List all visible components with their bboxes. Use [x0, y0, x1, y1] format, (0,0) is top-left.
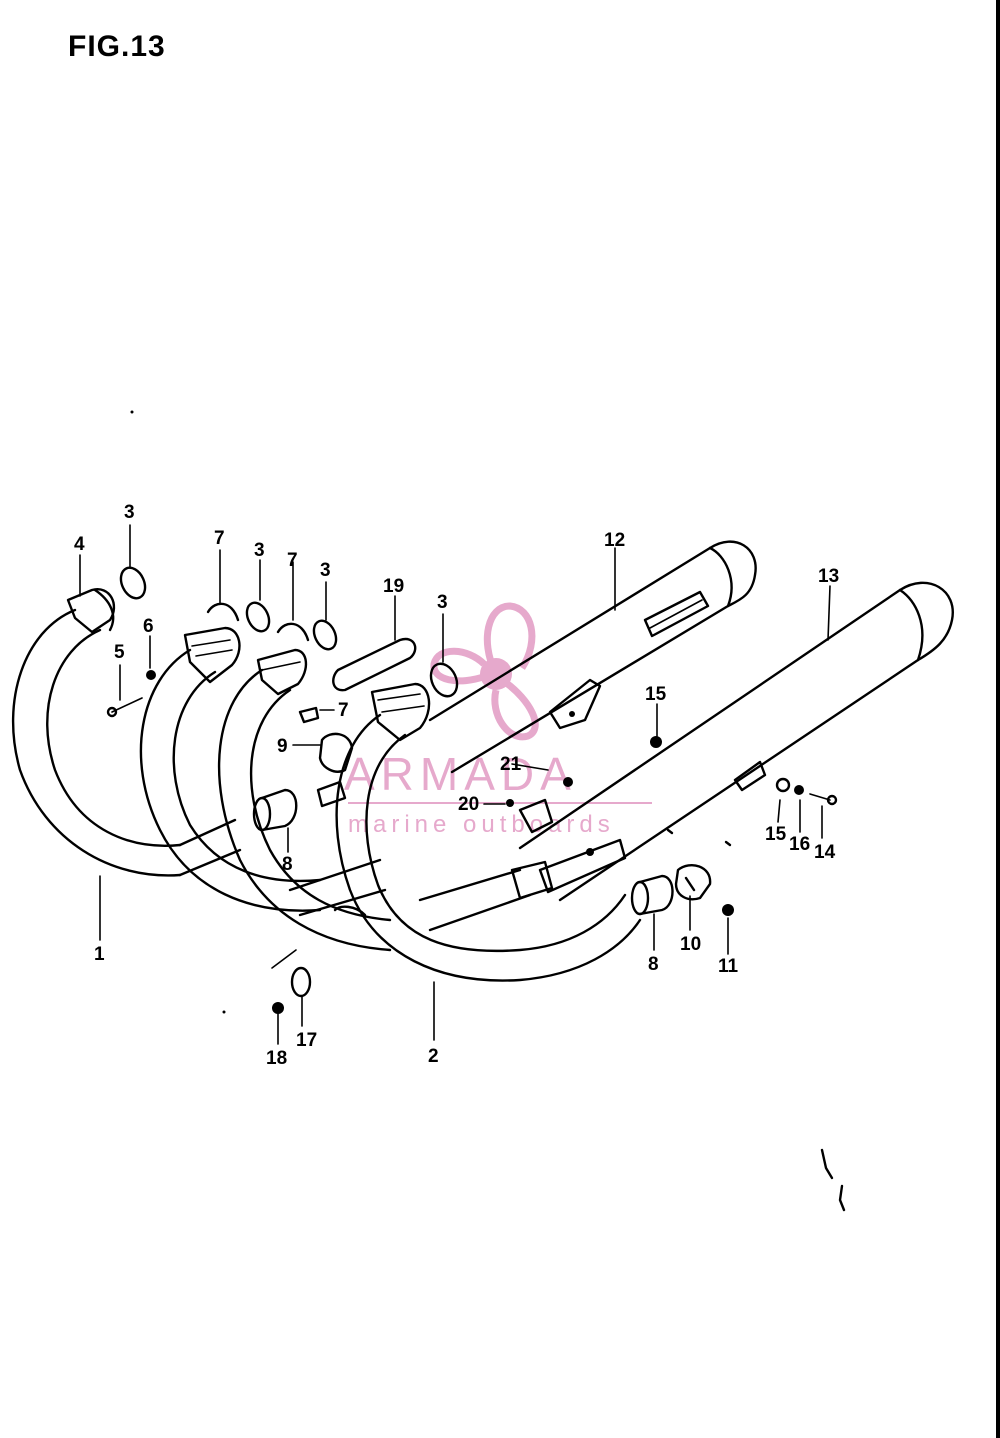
- scan-marks: [130, 410, 846, 1212]
- callout-16: 16: [789, 834, 810, 855]
- fasteners: [106, 670, 838, 1014]
- exhaust-pipe-b: [139, 626, 322, 912]
- callout-5: 5: [114, 642, 125, 663]
- watermark-brand: ARMADA: [344, 748, 577, 800]
- callout-18: 18: [266, 1048, 287, 1069]
- callout-8: 8: [282, 854, 293, 875]
- callout-17: 17: [296, 1030, 317, 1051]
- retainer-7: [206, 602, 320, 724]
- muffler-lower: [510, 581, 954, 902]
- callout-21: 21: [500, 754, 522, 775]
- callout-3: 3: [254, 540, 265, 561]
- callout-2: 2: [428, 1046, 439, 1067]
- callout-15: 15: [645, 684, 667, 705]
- exhaust-pipe-1: [12, 588, 182, 877]
- propeller-logo: [430, 602, 539, 741]
- leader-lines: [79, 524, 831, 1045]
- callout-1: 1: [94, 944, 105, 965]
- crossover-pipes: [178, 818, 387, 917]
- callout-3: 3: [437, 592, 448, 613]
- bushing-8: [252, 788, 674, 916]
- figure-title: FIG.13: [68, 30, 166, 63]
- callout-4: 4: [74, 534, 85, 555]
- heat-shield-19: [332, 637, 417, 692]
- callout-3: 3: [320, 560, 331, 581]
- muffler-upper: [428, 540, 757, 774]
- callout-7: 7: [214, 528, 225, 549]
- callout-7: 7: [287, 550, 298, 571]
- callout-9: 9: [277, 736, 288, 757]
- callout-14: 14: [814, 842, 836, 863]
- watermark-tagline: marine outboards: [348, 811, 615, 838]
- callout-7: 7: [338, 700, 349, 721]
- exhaust-pipe-c: [217, 648, 392, 952]
- gasket-3: [119, 566, 459, 698]
- callout-11: 11: [718, 956, 739, 977]
- callout-12: 12: [604, 530, 625, 551]
- clamp-10: [674, 864, 712, 901]
- callouts: 1 2 3 3 3 3 4 5 6 7 7 7 8 8 9 10 11 12 1…: [74, 502, 839, 1069]
- callout-8: 8: [648, 954, 659, 975]
- clamp-9: [316, 732, 354, 808]
- callout-10: 10: [680, 934, 701, 955]
- callout-20: 20: [458, 794, 479, 815]
- callout-6: 6: [143, 616, 154, 637]
- page-edge: [996, 0, 1000, 1438]
- callout-15: 15: [765, 824, 787, 845]
- callout-19: 19: [383, 576, 404, 597]
- callout-3: 3: [124, 502, 135, 523]
- callout-13: 13: [818, 566, 839, 587]
